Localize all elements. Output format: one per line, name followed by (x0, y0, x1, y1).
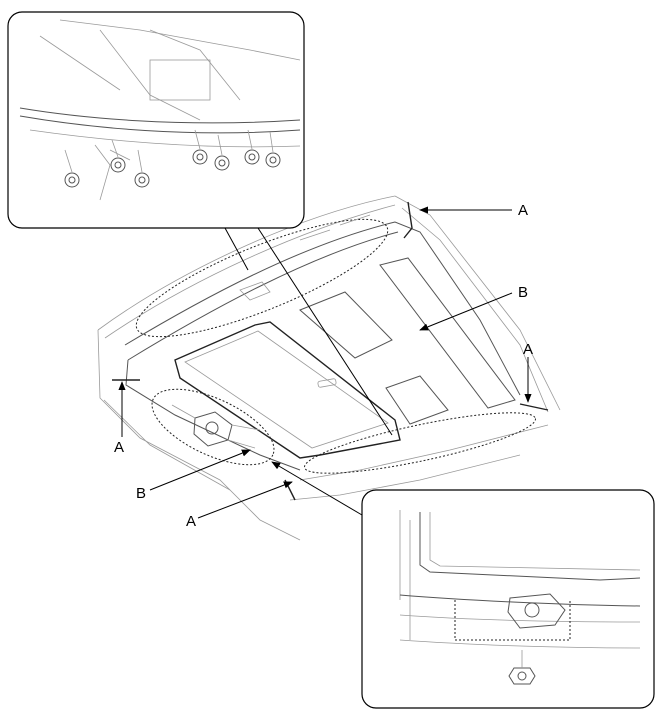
shade-panel-front (299, 291, 393, 359)
main-roof-view (97, 195, 561, 541)
front-frame-region (135, 218, 389, 338)
mounting-bolts (64, 149, 281, 188)
callout-a-top-right: A (518, 202, 528, 219)
motor-detail-inset (361, 489, 655, 709)
sunroof-glass-opening (174, 321, 401, 459)
drain-hose-rear-right (519, 403, 549, 411)
callout-b-right: B (518, 284, 528, 301)
rear-rail-region (304, 412, 536, 474)
callout-b-left: B (136, 485, 146, 502)
callout-a-left: A (114, 439, 124, 456)
callout-a-bottom: A (186, 513, 196, 530)
sunroof-motor (171, 404, 261, 449)
bolt-detail-inset (7, 11, 305, 229)
drain-hose-front-right (403, 201, 413, 239)
left-motor-region (151, 388, 275, 466)
shade-panel-rear (385, 375, 449, 425)
nut (508, 667, 536, 685)
callout-a-right: A (523, 341, 533, 358)
